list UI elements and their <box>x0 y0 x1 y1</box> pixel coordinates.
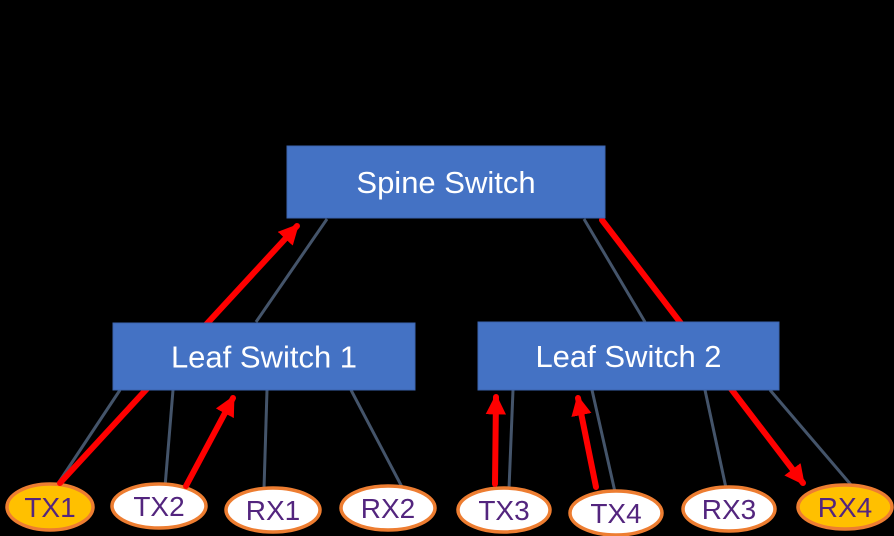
node-tx2-ellipse <box>110 482 208 530</box>
node-tx1-ellipse <box>5 482 95 532</box>
link-leaf2-rx3 <box>703 389 728 489</box>
link-leaf2-tx3 <box>507 389 515 490</box>
leaf2-switch-label: Leaf Switch 2 <box>535 339 721 374</box>
node-tx1-label: TX1 <box>24 492 75 523</box>
node-rx2-ellipse <box>339 484 437 532</box>
leaf1-switch-box <box>112 322 416 391</box>
link-leaf1-rx1 <box>262 389 269 490</box>
node-tx3-ellipse <box>456 486 552 534</box>
link-leaf1-tx2 <box>163 389 175 488</box>
spine-switch-label: Spine Switch <box>356 165 535 200</box>
link-spine-leaf1 <box>254 218 329 323</box>
leaf2-switch-box <box>477 321 780 391</box>
spine-switch-box <box>286 145 606 219</box>
node-tx2-label: TX2 <box>133 491 184 522</box>
link-spine-leaf2 <box>582 218 647 323</box>
link-leaf1-tx1 <box>55 389 122 486</box>
node-rx1-ellipse <box>224 486 322 534</box>
node-tx3-label: TX3 <box>478 495 529 526</box>
node-rx3-label: RX3 <box>702 494 756 525</box>
node-rx2-label: RX2 <box>361 493 415 524</box>
flow-arrow-tx2-to-leaf1 <box>183 395 236 489</box>
node-rx4-label: RX4 <box>818 492 872 523</box>
link-leaf1-rx2 <box>349 389 404 488</box>
link-leaf2-rx4 <box>768 389 854 487</box>
node-rx4-ellipse <box>796 483 894 531</box>
node-tx4-label: TX4 <box>590 498 641 529</box>
node-tx4-ellipse <box>568 489 664 536</box>
flow-arrow-tx4-to-leaf2 <box>571 395 599 490</box>
leaf1-switch-label: Leaf Switch 1 <box>171 340 357 375</box>
flow-arrow-tx3-to-leaf2 <box>485 393 507 487</box>
node-rx1-label: RX1 <box>246 495 300 526</box>
link-leaf2-tx4 <box>590 389 617 493</box>
node-rx3-ellipse <box>681 485 777 533</box>
